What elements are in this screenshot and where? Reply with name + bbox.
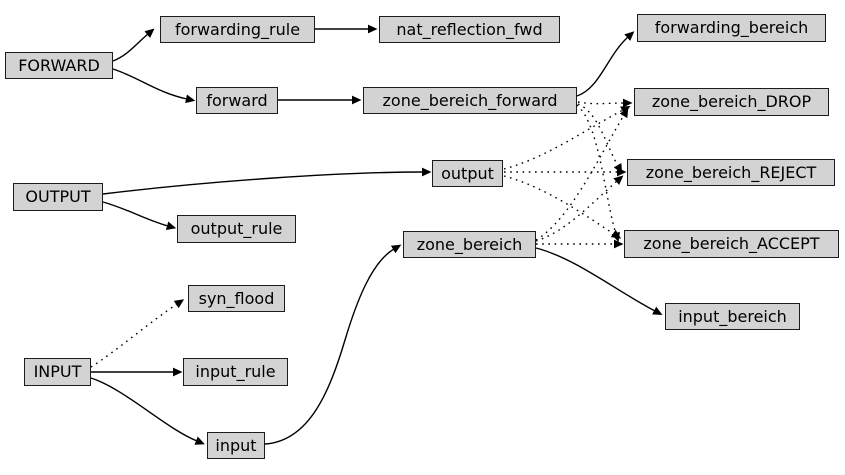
node-output: output — [432, 160, 503, 187]
node-zone_bereich_DROP: zone_bereich_DROP — [634, 88, 829, 116]
edge-zone_bereich-to-input_bereich — [535, 247, 663, 315]
node-forwarding_bereich: forwarding_bereich — [637, 14, 826, 42]
node-zone_bereich_forward: zone_bereich_forward — [363, 87, 577, 114]
edges-group — [90, 24, 663, 445]
node-INPUT: INPUT — [24, 358, 91, 386]
edge-output-to-zone_bereich_DROP — [503, 105, 631, 170]
node-syn_flood: syn_flood — [188, 285, 285, 312]
edge-OUTPUT-to-output_rule — [102, 201, 177, 230]
node-forward: forward — [196, 87, 278, 114]
edge-FORWARD-to-forwarding_rule — [112, 28, 155, 62]
edge-OUTPUT-to-output — [102, 167, 432, 195]
node-zone_bereich_ACCEPT: zone_bereich_ACCEPT — [624, 230, 839, 258]
edge-INPUT-to-syn_flood — [90, 299, 185, 368]
edge-input-to-zone_bereich — [264, 244, 402, 445]
node-input_rule: input_rule — [183, 358, 288, 386]
edge-zone_bereich_forward-to-zone_bereich_DROP — [577, 98, 633, 108]
node-forwarding_rule: forwarding_rule — [160, 16, 315, 43]
node-zone_bereich: zone_bereich — [403, 231, 536, 258]
edge-FORWARD-to-forward — [112, 68, 196, 104]
node-nat_reflection_fwd: nat_reflection_fwd — [379, 16, 560, 43]
node-FORWARD: FORWARD — [5, 52, 113, 79]
node-input: input — [207, 432, 265, 459]
edge-INPUT-to-input — [90, 377, 205, 445]
edge-output-to-zone_bereich_ACCEPT — [503, 175, 622, 239]
node-input_bereich: input_bereich — [665, 303, 800, 330]
edge-zone_bereich-to-zone_bereich_DROP — [535, 107, 629, 241]
node-OUTPUT: OUTPUT — [13, 183, 103, 211]
edge-zone_bereich_forward-to-zone_bereich_ACCEPT — [576, 104, 620, 243]
node-output_rule: output_rule — [177, 215, 296, 243]
node-zone_bereich_REJECT: zone_bereich_REJECT — [627, 159, 835, 186]
edge-zone_bereich_forward-to-forwarding_bereich — [576, 31, 635, 97]
edge-zone_bereich-to-zone_bereich_REJECT — [535, 175, 624, 242]
